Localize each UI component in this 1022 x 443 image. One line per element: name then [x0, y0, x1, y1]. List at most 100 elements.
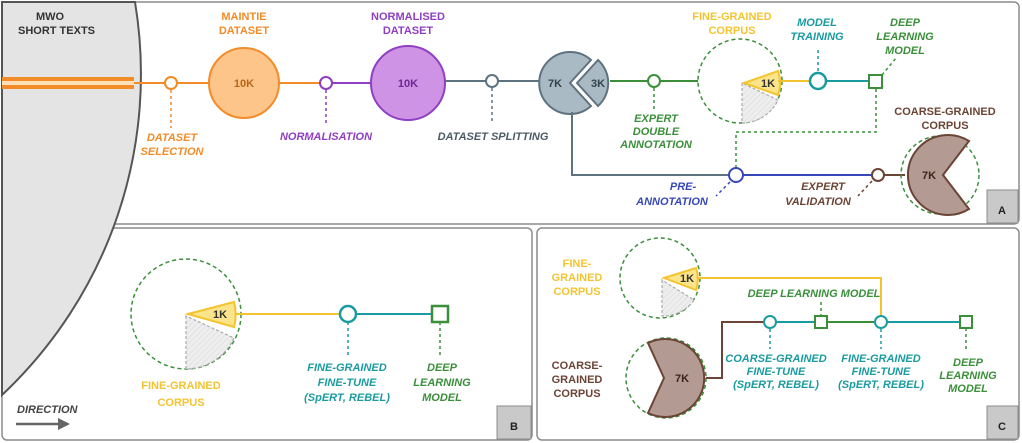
- panel-c-badge: [986, 405, 1019, 440]
- label-fine-finetune-c-2: FINE-TUNE: [852, 366, 911, 378]
- label-expert-validation-2: VALIDATION: [785, 196, 852, 208]
- label-pre-annotation-1: PRE-: [670, 181, 697, 193]
- direction-arrow-head: [58, 418, 70, 430]
- label-dl-model-a-2: LEARNING: [876, 31, 934, 43]
- maintie-title-1: MAINTIE: [221, 11, 266, 23]
- label-dataset-selection-1: DATASET: [147, 132, 199, 144]
- label-dl-model-c-2: LEARNING: [939, 370, 997, 382]
- panel-b-badge-label: B: [510, 421, 518, 433]
- node-fine-finetune-b: [338, 304, 358, 324]
- label-dl-model-top: DEEP LEARNING MODEL: [748, 288, 881, 300]
- node-coarse-finetune-c: [763, 315, 777, 329]
- fine-corpus-a-shadow: [741, 82, 779, 124]
- label-dataset-selection-2: SELECTION: [141, 146, 205, 158]
- fine-corpus-c-title-1: FINE-: [563, 258, 592, 270]
- label-fine-finetune-c-1: FINE-GRAINED: [841, 353, 921, 365]
- line-yellow-c: [697, 277, 882, 322]
- label-coarse-finetune-c-3: (SpERT, REBEL): [733, 379, 819, 391]
- normalised-count: 10K: [398, 78, 418, 90]
- maintie-count: 10K: [234, 78, 254, 90]
- coarse-corpus-c-title-3: CORPUS: [553, 388, 600, 400]
- label-coarse-finetune-c-2: FINE-TUNE: [747, 366, 806, 378]
- fine-corpus-a-count: 1K: [761, 78, 775, 90]
- node-dataset-selection: [164, 76, 178, 90]
- source-title-2: SHORT TEXTS: [18, 25, 95, 37]
- label-coarse-finetune-c-1: COARSE-GRAINED: [725, 353, 827, 365]
- node-expert-validation: [871, 168, 885, 182]
- label-dl-model-c-1: DEEP: [953, 357, 984, 369]
- split-large-count: 7K: [548, 78, 562, 90]
- node-normalisation: [319, 76, 333, 90]
- coarse-corpus-a-count: 7K: [922, 170, 936, 182]
- model-feedback-dashed: [735, 89, 877, 168]
- panel-b-badge: [496, 405, 532, 440]
- coarse-corpus-a-title-1: COARSE-GRAINED: [894, 106, 996, 118]
- node-model-training: [808, 71, 828, 91]
- fine-corpus-c-count: 1K: [680, 273, 694, 285]
- coarse-corpus-c-title-2: GRAINED: [552, 374, 603, 386]
- node-pre-annotation: [728, 167, 744, 183]
- node-deep-learning-model-a: [868, 74, 883, 89]
- maintie-title-2: DATASET: [219, 25, 270, 37]
- coarse-corpus-c-slice: [646, 338, 706, 418]
- coarse-corpus-c-title-1: COARSE-: [552, 360, 603, 372]
- label-dl-model-a-1: DEEP: [890, 17, 921, 29]
- line-brown-c: [706, 321, 770, 379]
- node-dl-model-c-final: [959, 315, 973, 329]
- node-dl-model-c-mid: [814, 315, 828, 329]
- panel-a-badge: [986, 189, 1019, 224]
- leader-dl-model-a: [881, 57, 897, 76]
- split-large-slice: [538, 51, 593, 115]
- label-model-training-1: MODEL: [797, 17, 837, 29]
- label-expert-double-3: ANNOTATION: [619, 139, 693, 151]
- fine-corpus-b-title-2: CORPUS: [157, 397, 204, 409]
- panel-a-frame: [1, 1, 1020, 225]
- panel-a-badge-label: A: [998, 205, 1006, 217]
- label-normalisation: NORMALISATION: [280, 131, 373, 143]
- fine-corpus-c-title-3: CORPUS: [553, 286, 600, 298]
- label-fine-finetune-c-3: (SpERT, REBEL): [838, 379, 924, 391]
- fine-corpus-a-slice: [740, 69, 781, 97]
- source-circle: [0, 0, 142, 398]
- label-dl-model-b-3: MODEL: [422, 392, 462, 404]
- node-expert-double-annotation: [647, 74, 661, 88]
- label-fine-finetune-b-3: (SpERT, REBEL): [304, 392, 390, 404]
- extraction-beam-core: [2, 81, 134, 85]
- fine-corpus-c-title-2: GRAINED: [552, 272, 603, 284]
- node-dataset-splitting: [485, 74, 499, 88]
- normalised-title-1: NORMALISED: [371, 11, 445, 23]
- label-fine-finetune-b-1: FINE-GRAINED: [307, 362, 387, 374]
- normalised-title-2: DATASET: [383, 25, 434, 37]
- node-deep-learning-model-b: [430, 304, 450, 324]
- label-dl-model-b-2: LEARNING: [413, 377, 471, 389]
- label-pre-annotation-2: ANNOTATION: [635, 196, 709, 208]
- maintie-dataset-circle: [208, 47, 280, 119]
- fine-corpus-b-count: 1K: [213, 309, 227, 321]
- direction-label: DIRECTION: [17, 404, 79, 416]
- fine-corpus-a-title-1: FINE-GRAINED: [692, 11, 772, 23]
- split-small-count: 3K: [591, 78, 605, 90]
- panel-c-badge-label: C: [998, 421, 1006, 433]
- fine-corpus-b-shadow: [185, 315, 235, 370]
- normalised-dataset-circle: [370, 45, 446, 121]
- label-dl-model-c-3: MODEL: [948, 383, 988, 395]
- coarse-corpus-a-slice: [907, 134, 971, 216]
- label-expert-double-2: DOUBLE: [633, 126, 680, 138]
- coarse-corpus-c-count: 7K: [675, 373, 689, 385]
- node-fine-finetune-c: [874, 315, 888, 329]
- label-model-training-2: TRAINING: [790, 31, 844, 43]
- fine-corpus-a-title-2: CORPUS: [708, 25, 755, 37]
- fine-corpus-b-title-1: FINE-GRAINED: [141, 380, 221, 392]
- coarse-corpus-a-title-2: CORPUS: [921, 120, 968, 132]
- label-dl-model-b-1: DEEP: [427, 362, 458, 374]
- label-expert-double-1: EXPERT: [634, 113, 679, 125]
- fine-corpus-c-shadow: [661, 278, 695, 317]
- label-expert-validation-1: EXPERT: [801, 181, 846, 193]
- split-small-slice: [575, 58, 610, 108]
- line-slate-down: [571, 112, 736, 176]
- label-dl-model-a-3: MODEL: [885, 45, 925, 57]
- label-fine-finetune-b-2: FINE-TUNE: [318, 377, 377, 389]
- label-dataset-splitting: DATASET SPLITTING: [438, 131, 549, 143]
- source-title-1: MWO: [36, 11, 65, 23]
